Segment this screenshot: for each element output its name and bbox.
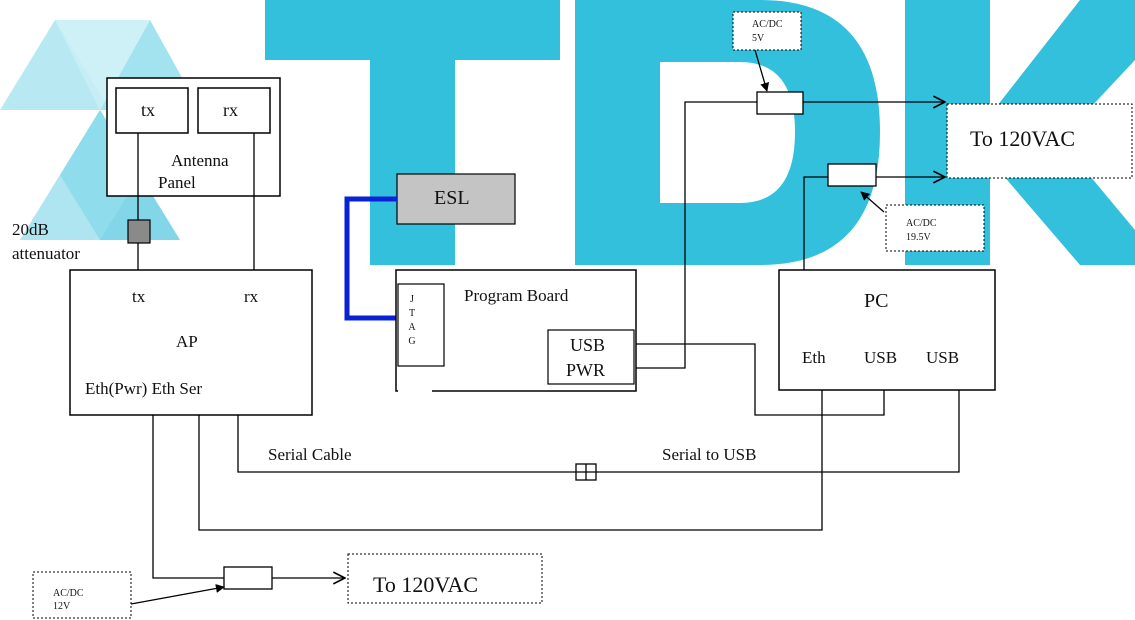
antenna-rx-box [197,87,271,134]
ap-eth-cable [198,390,823,531]
acdc-19-5v-box [885,204,985,252]
ap-box [69,269,313,416]
attenuator-label-line1: 20dB [12,220,49,239]
antenna-tx-box [115,87,189,134]
antenna-panel [106,77,281,197]
pc-box [778,269,996,391]
jtag-label-g: G [408,336,416,347]
acdc-12v-label-line2: 12V [53,601,71,612]
jtag-label-t: T [408,308,416,319]
pc-usb1-label: USB [864,348,898,367]
antenna-panel-label-line2: Panel [158,173,196,192]
antenna-panel-label-line1: Antenna [171,151,229,170]
usb-cable-program-pc [636,343,885,416]
esl-box [396,173,516,225]
ap-rx-label: rx [244,287,259,306]
pc-title: PC [864,290,889,312]
adapter-5v-block [756,91,804,115]
acdc-5v-label-line2: 5V [752,33,765,44]
acdc-12v-pointer [130,584,225,605]
acdc-5v-box [732,11,802,51]
to-120vac-bottom-box [347,553,543,604]
to-120vac-bottom-label: To 120VAC [373,572,479,597]
jtag-label-a: A [408,322,416,333]
serial-usb-connector [575,463,597,481]
program-board-title: Program Board [464,286,569,305]
acdc-12v-label-line1: AC/DC [53,588,84,599]
acdc-19-5v-label-line2: 19.5V [906,232,931,243]
program-board-usb-label: USB [570,335,606,355]
to-120vac-top-label: To 120VAC [970,126,1076,151]
jtag-label-j: J [410,294,414,305]
adapter-12v-block [223,566,273,590]
adapter-19-5v-block [827,163,877,187]
pwr-cable-program-board [636,101,757,369]
antenna-tx-label: tx [141,100,156,120]
acdc-19-5v-pointer [860,191,885,213]
antenna-rx-label: rx [223,100,238,120]
usb-pwr-port [547,329,635,385]
acdc-5v-label-line1: AC/DC [752,19,783,30]
pc-usb2-label: USB [926,348,960,367]
ap-ports-label: Eth(Pwr) Eth Ser [85,379,203,398]
serial-cable-label: Serial Cable [268,445,352,464]
attenuator-block [127,219,151,244]
ap-tx-label: tx [132,287,146,306]
ap-eth-pwr-cable [152,415,224,579]
ap-title: AP [176,332,198,351]
jtag-cable [344,196,397,321]
jtag-connector [397,283,445,367]
to-120vac-top-box [946,103,1133,179]
ap-serial-cable [237,390,960,473]
acdc-5v-pointer [754,49,770,92]
acdc-19-5v-label-line1: AC/DC [906,218,937,229]
attenuator-label-line2: attenuator [12,244,80,263]
serial-to-usb-label: Serial to USB [662,445,757,464]
pc-eth-label: Eth [802,348,826,367]
program-board-pwr-label: PWR [566,360,606,380]
esl-label: ESL [434,187,470,209]
pc-power-cable [803,176,828,270]
acdc-12v-box [32,571,132,619]
